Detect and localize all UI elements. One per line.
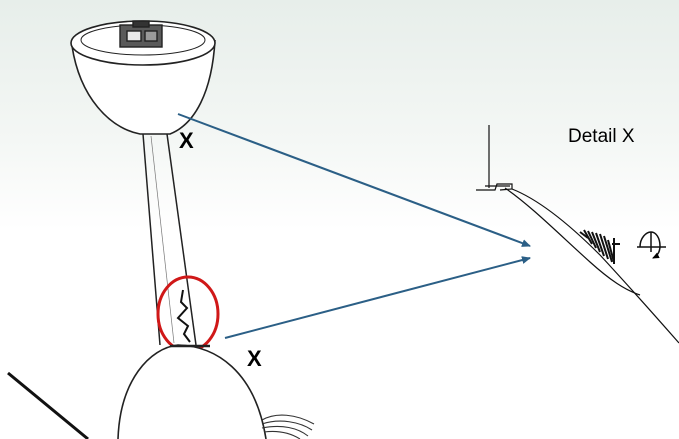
threaded-screw [579,229,620,264]
wires [261,414,315,439]
fan-blade-arm [7,371,89,439]
crack-mark [176,289,191,343]
detail-title: Detail X [568,126,635,147]
marker-label-top: X [179,128,194,153]
hanger-bracket [119,20,163,48]
arrow-top-to-detail [177,113,531,247]
arrow-bottom-to-detail [224,256,531,339]
marker-label-bottom: X [247,346,262,371]
rotation-arrow-icon [637,231,666,259]
motor-housing [117,344,267,439]
down-rod [142,133,197,346]
detail-x-drawing [476,125,679,344]
